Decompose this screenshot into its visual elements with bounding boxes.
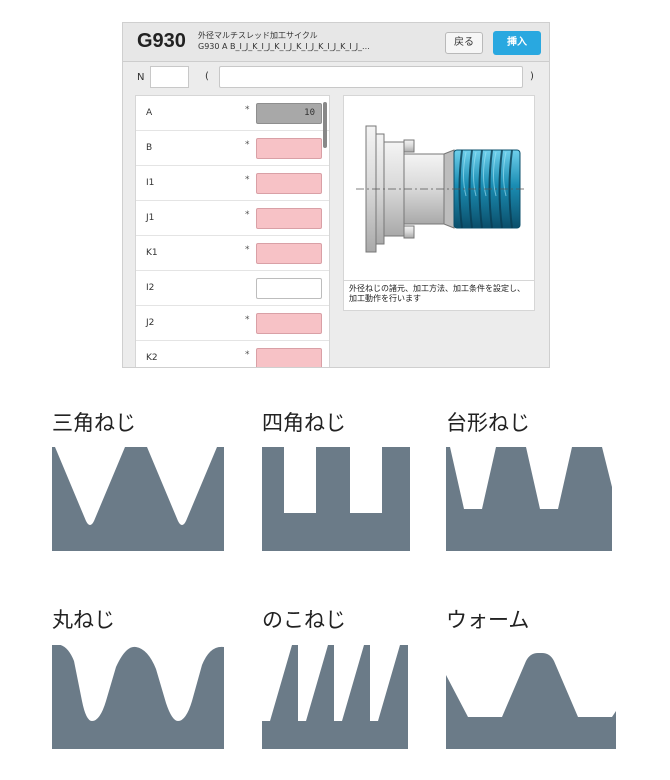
g-code-title: G930 — [137, 30, 186, 52]
workpiece-illustration — [343, 95, 535, 281]
required-mark: * — [245, 175, 250, 185]
param-row-k2[interactable]: K2 * — [136, 341, 329, 367]
thread-type-label-buttress: のこねじ — [262, 608, 346, 632]
param-k2-input[interactable] — [256, 348, 322, 367]
param-row-j2[interactable]: J2 * — [136, 306, 329, 341]
cycle-description: 外径ねじの諸元、加工方法、加工条件を設定し、加工動作を行います — [343, 281, 535, 311]
param-label: I2 — [146, 283, 155, 293]
required-mark: * — [245, 105, 250, 115]
round-thread-profile-icon — [52, 645, 224, 749]
param-row-i2[interactable]: I2 — [136, 271, 329, 306]
square-thread-profile-icon — [262, 447, 410, 551]
required-mark: * — [245, 210, 250, 220]
param-label: A — [146, 108, 153, 118]
triangular-thread-profile-icon — [52, 447, 224, 551]
param-i1-input[interactable] — [256, 173, 322, 194]
param-b-input[interactable] — [256, 138, 322, 159]
thread-type-label-square: 四角ねじ — [262, 411, 346, 435]
thread-type-label-trapezoidal: 台形ねじ — [446, 411, 530, 435]
param-label: B — [146, 143, 153, 153]
required-mark: * — [245, 350, 250, 360]
comment-input[interactable] — [219, 66, 523, 88]
param-label: J1 — [146, 213, 155, 223]
required-mark: * — [245, 140, 250, 150]
param-label: K1 — [146, 248, 158, 258]
required-mark: * — [245, 315, 250, 325]
back-button[interactable]: 戻る — [445, 32, 483, 54]
param-label: J2 — [146, 318, 155, 328]
insert-button[interactable]: 挿入 — [493, 31, 541, 55]
comment-close-paren: ) — [530, 71, 534, 82]
param-j1-input[interactable] — [256, 208, 322, 229]
param-label: I1 — [146, 178, 155, 188]
param-a-input[interactable]: 10 — [256, 103, 322, 124]
param-row-b[interactable]: B * — [136, 131, 329, 166]
required-mark: * — [245, 245, 250, 255]
param-row-j1[interactable]: J1 * — [136, 201, 329, 236]
worm-thread-profile-icon — [446, 653, 616, 749]
thread-type-label-round: 丸ねじ — [52, 608, 115, 632]
thread-type-label-worm: ウォーム — [446, 608, 530, 632]
trapezoidal-thread-profile-icon — [446, 447, 612, 551]
threaded-shaft-icon — [356, 125, 526, 253]
param-k1-input[interactable] — [256, 243, 322, 264]
buttress-thread-profile-icon — [262, 645, 408, 749]
param-row-i1[interactable]: I1 * — [136, 166, 329, 201]
param-j2-input[interactable] — [256, 313, 322, 334]
param-i2-input[interactable] — [256, 278, 322, 299]
list-scrollbar[interactable] — [323, 102, 327, 148]
thread-type-label-triangular: 三角ねじ — [52, 411, 136, 435]
parameter-list[interactable]: A * 10 B * I1 * J1 * K1 * I2 — [135, 95, 330, 367]
dialog-header: G930 外径マルチスレッド加工サイクル G930 A B_I_J_K_I_J_… — [123, 23, 549, 62]
cycle-name: 外径マルチスレッド加工サイクル — [198, 31, 318, 40]
param-row-a[interactable]: A * 10 — [136, 96, 329, 131]
cycle-syntax: G930 A B_I_J_K_I_J_K_I_J_K_I_J_K_I_J_K_I… — [198, 42, 370, 51]
param-label: K2 — [146, 353, 158, 363]
g930-dialog: G930 外径マルチスレッド加工サイクル G930 A B_I_J_K_I_J_… — [122, 22, 550, 368]
comment-open-paren: ( — [205, 71, 209, 82]
n-label: N — [137, 72, 145, 83]
n-number-input[interactable] — [150, 66, 189, 88]
param-row-k1[interactable]: K1 * — [136, 236, 329, 271]
